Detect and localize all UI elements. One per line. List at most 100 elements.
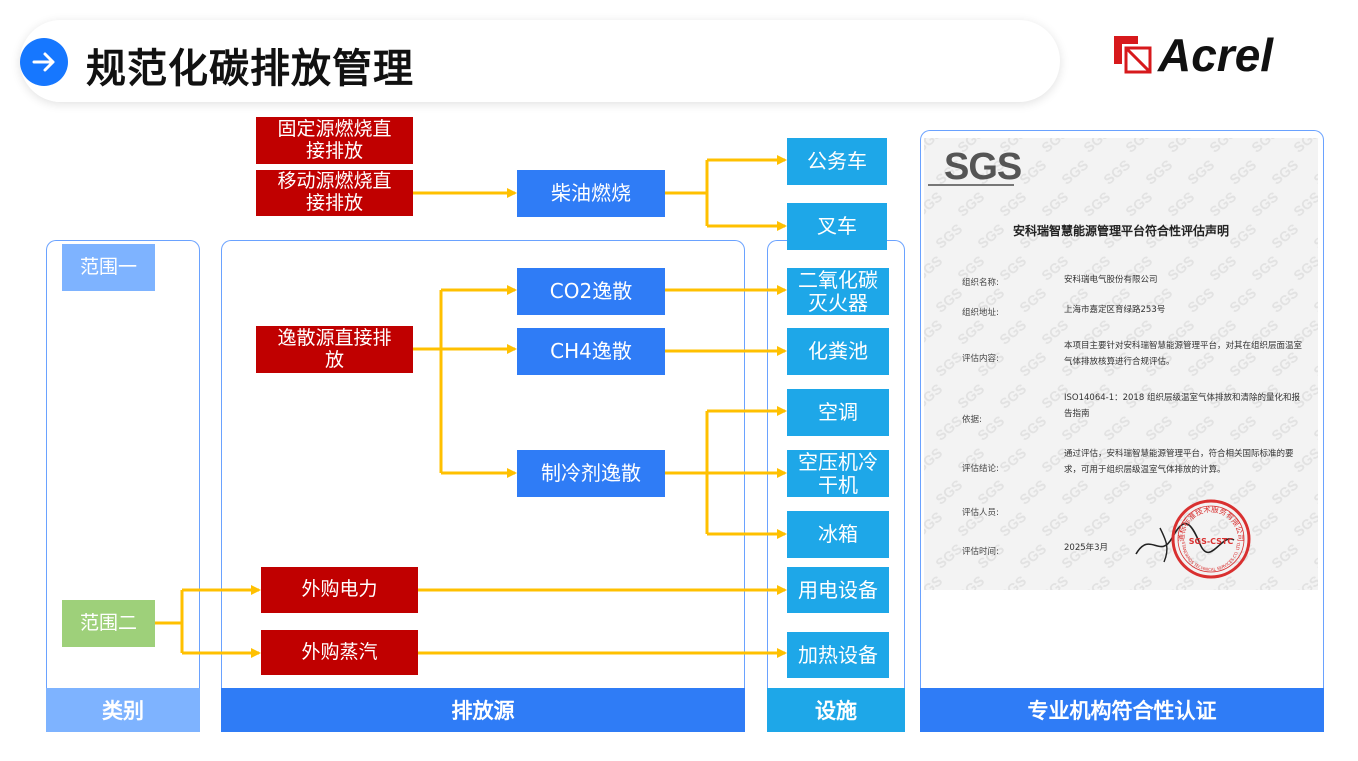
watermark-text: SGS — [1310, 284, 1318, 316]
scope-one-box: 范围一 — [62, 244, 155, 291]
watermark-text: SGS — [1226, 156, 1260, 188]
watermark-text: SGS — [924, 444, 946, 476]
source-mobile-combustion: 移动源燃烧直接排放 — [256, 170, 413, 216]
watermark-text: SGS — [1038, 572, 1072, 590]
facility-septic-tank: 化粪池 — [787, 328, 889, 375]
svg-text:STANDARDS TECHNICAL SERVICES C: STANDARDS TECHNICAL SERVICES CO. LTD. — [1181, 541, 1241, 572]
facility-heating-equipment: 加热设备 — [787, 632, 889, 678]
column-label-facility: 设施 — [767, 688, 905, 732]
watermark-text: SGS — [996, 572, 1030, 590]
source-purchased-electricity: 外购电力 — [261, 567, 418, 613]
watermark-text: SGS — [932, 412, 966, 444]
facility-co2-extinguisher: 二氧化碳灭火器 — [787, 268, 889, 315]
source-fixed-combustion: 固定源燃烧直接排放 — [256, 117, 413, 164]
watermark-text: SGS — [1290, 188, 1318, 220]
watermark-text: SGS — [932, 476, 966, 508]
arrow-right-icon — [20, 38, 68, 86]
watermark-text: SGS — [996, 444, 1030, 476]
watermark-text: SGS — [996, 252, 1030, 284]
column-label-category: 类别 — [46, 688, 200, 732]
certification-column — [920, 130, 1324, 688]
watermark-text: SGS — [1016, 284, 1050, 316]
watermark-text: SGS — [1016, 412, 1050, 444]
watermark-text: SGS — [1100, 476, 1134, 508]
source-purchased-steam: 外购蒸汽 — [261, 630, 418, 675]
watermark-text: SGS — [1184, 156, 1218, 188]
watermark-text: SGS — [1080, 188, 1114, 220]
source-fugitive: 逸散源直接排放 — [256, 326, 413, 373]
certificate-key: 评估内容: — [962, 354, 999, 364]
watermark-text: SGS — [1310, 412, 1318, 444]
facility-air-dryer: 空压机冷干机 — [787, 450, 889, 497]
certificate-value: 上海市嘉定区育绿路253号 — [1064, 305, 1166, 315]
facility-electric-equipment: 用电设备 — [787, 567, 889, 613]
certificate-key: 组织地址: — [962, 308, 999, 318]
category-column — [46, 240, 200, 688]
watermark-text: SGS — [1268, 156, 1302, 188]
watermark-text: SGS — [996, 380, 1030, 412]
stamp-center-text: SGS-CSTC — [1189, 537, 1234, 546]
watermark-text: SGS — [932, 348, 966, 380]
process-refrigerant: 制冷剂逸散 — [517, 450, 665, 497]
facility-official-car: 公务车 — [787, 138, 887, 185]
watermark-text: SGS — [1058, 156, 1092, 188]
watermark-text: SGS — [1122, 138, 1156, 156]
watermark-text: SGS — [996, 508, 1030, 540]
certificate-value: 安科瑞电气股份有限公司 — [1064, 275, 1158, 285]
watermark-text: SGS — [974, 476, 1008, 508]
process-co2: CO2逸散 — [517, 268, 665, 315]
watermark-text: SGS — [1038, 508, 1072, 540]
watermark-text: SGS — [1248, 138, 1282, 156]
watermark-text: SGS — [932, 284, 966, 316]
watermark-text: SGS — [1080, 508, 1114, 540]
watermark-text: SGS — [924, 572, 946, 590]
watermark-text: SGS — [1122, 572, 1156, 590]
scope-two-box: 范围二 — [62, 600, 155, 647]
facility-air-conditioner: 空调 — [787, 389, 889, 436]
column-label-emission-source: 排放源 — [221, 688, 745, 732]
certificate-key: 评估时间: — [962, 547, 999, 557]
certificate-key: 组织名称: — [962, 278, 999, 288]
watermark-text: SGS — [1122, 188, 1156, 220]
watermark-text: SGS — [924, 138, 946, 156]
watermark-text: SGS — [1016, 540, 1050, 572]
watermark-text: SGS — [1310, 476, 1318, 508]
watermark-text: SGS — [1206, 188, 1240, 220]
watermark-text: SGS — [1206, 138, 1240, 156]
certificate-value: 2025年3月 — [1064, 543, 1109, 553]
certificate-value: ISO14064-1：2018 组织层级温室气体排放和清除的量化和报告指南 — [1064, 393, 1300, 420]
watermark-text: SGS — [1310, 348, 1318, 380]
watermark-text: SGS — [954, 380, 988, 412]
certificate-key: 评估人员: — [962, 508, 999, 518]
certificate-title: 安科瑞智慧能源管理平台符合性评估声明 — [1012, 224, 1229, 238]
certificate-value: 通过评估，安科瑞智慧能源管理平台，符合相关国际标准的要求，可用于组织层级温室气体… — [1064, 449, 1294, 476]
watermark-text: SGS — [924, 252, 946, 284]
watermark-text: SGS — [924, 508, 946, 540]
sgs-logo-underline — [928, 184, 1014, 186]
sgs-logo: SGS — [944, 146, 1022, 188]
signature-icon — [1135, 522, 1235, 563]
watermark-text: SGS — [1290, 138, 1318, 156]
watermark-text: SGS — [1164, 188, 1198, 220]
watermark-text: SGS — [924, 188, 946, 220]
column-label-certification: 专业机构符合性认证 — [920, 688, 1324, 732]
watermark-text: SGS — [1248, 508, 1282, 540]
watermark-text: SGS — [1248, 572, 1282, 590]
process-diesel: 柴油燃烧 — [517, 170, 665, 217]
watermark-text: SGS — [1016, 348, 1050, 380]
watermark-text: SGS — [954, 316, 988, 348]
certificate-value: 本项目主要针对安科瑞智慧能源管理平台，对其在组织层面温室气体排放核算进行合规评估… — [1064, 341, 1303, 368]
watermark-text: SGS — [1290, 508, 1318, 540]
watermark-text: SGS — [996, 316, 1030, 348]
certificate-key: 评估结论: — [962, 464, 999, 474]
watermark-text: SGS — [996, 188, 1030, 220]
watermark-text: SGS — [1164, 138, 1198, 156]
watermark-text: SGS — [1268, 476, 1302, 508]
stamp-bottom-text: STANDARDS TECHNICAL SERVICES CO. LTD. — [1181, 541, 1241, 572]
watermark-text: SGS — [1080, 138, 1114, 156]
acrel-logo-icon — [1112, 34, 1152, 74]
watermark-text: SGS — [1016, 156, 1050, 188]
watermark-text: SGS — [1100, 156, 1134, 188]
